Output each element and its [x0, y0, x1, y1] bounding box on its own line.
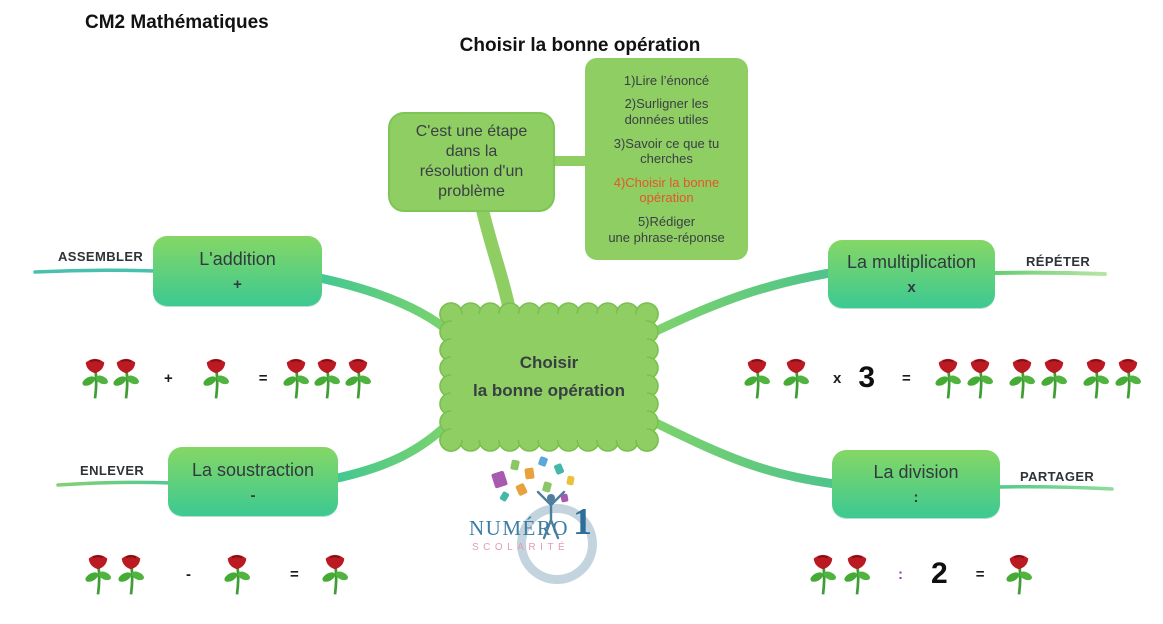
rose-icon	[965, 357, 995, 399]
map-title: Choisir la bonne opération	[459, 35, 701, 56]
keyword-assembler: ASSEMBLER	[58, 249, 144, 264]
keyword-repeter: RÉPÉTER	[1026, 254, 1091, 269]
rose-icon	[933, 357, 963, 399]
rose-icon	[343, 357, 373, 399]
rose-icon	[320, 553, 350, 595]
confetti-icon	[515, 482, 528, 497]
rose-icon	[808, 553, 838, 595]
rose-icon	[781, 357, 811, 399]
rose-icon	[83, 553, 113, 595]
step-item-4-highlighted: 4)Choisir la bonne opération	[613, 174, 720, 206]
addition-node: L'addition +	[153, 236, 322, 306]
rose-icon	[80, 357, 110, 399]
logo-number: 1	[573, 501, 592, 543]
confetti-icon	[491, 470, 508, 489]
numero1-scolarite-logo: NUMÉRO 1 SCOLARITÉ	[455, 452, 625, 592]
addition-label: L'addition	[199, 249, 276, 269]
step-item-2: 2)Surligner les données utiles	[624, 96, 709, 128]
confetti-icon	[566, 475, 575, 486]
person-celebrating-icon	[536, 490, 566, 540]
minus-operator: -	[186, 565, 191, 583]
rose-icon	[742, 357, 772, 399]
center-node-line1: Choisir	[519, 353, 579, 372]
plus-symbol: +	[233, 276, 242, 293]
rose-icon	[1007, 357, 1037, 399]
equals-sign: =	[258, 369, 268, 387]
keyword-partager: PARTAGER	[1020, 469, 1095, 484]
rose-icon	[281, 357, 311, 399]
confetti-icon	[510, 459, 520, 471]
multiplication-example-row: x 3 =	[742, 350, 1143, 406]
multiplication-label: La multiplication	[846, 252, 977, 272]
step-item-3: 3)Savoir ce que tu cherches	[613, 135, 720, 167]
logo-subtitle: SCOLARITÉ	[472, 542, 570, 553]
equals-sign: =	[290, 565, 299, 583]
rose-icon	[1039, 357, 1069, 399]
division-label: La division	[873, 462, 959, 482]
center-node-line2: la bonne opération	[472, 381, 626, 400]
multiplication-node: La multiplication x	[828, 240, 995, 308]
minus-symbol: -	[250, 486, 256, 504]
equals-sign: =	[902, 369, 911, 387]
rose-icon	[1113, 357, 1143, 399]
division-node: La division :	[832, 450, 1000, 518]
note-text: C'est une étape dans la résolution d'un …	[415, 123, 528, 200]
multiplier-value: 3	[858, 361, 876, 394]
divisor-value: 2	[931, 557, 948, 590]
plus-operator: +	[164, 369, 173, 387]
divide-symbol: :	[913, 489, 919, 506]
rose-icon	[222, 553, 252, 595]
confetti-icon	[553, 462, 565, 476]
step-item-5: 5)Rédiger une phrase-réponse	[608, 213, 725, 245]
division-example-row: : 2 =	[808, 546, 1034, 602]
logo-circle	[517, 504, 597, 584]
note-box: C'est une étape dans la résolution d'un …	[388, 112, 555, 212]
logo-name: NUMÉRO	[469, 516, 570, 540]
rose-icon	[1081, 357, 1111, 399]
subtraction-label: La soustraction	[191, 459, 315, 480]
center-node-blob	[451, 314, 647, 440]
times-symbol: x	[907, 279, 916, 296]
center-node: Choisir la bonne opération	[440, 303, 658, 451]
confetti-icon	[524, 467, 535, 480]
confetti-icon	[499, 490, 510, 503]
rose-icon	[201, 357, 231, 399]
subtraction-example-row: - =	[83, 546, 350, 602]
keyword-enlever: ENLEVER	[80, 463, 145, 478]
rose-icon	[111, 357, 141, 399]
multiply-operator: x	[833, 369, 842, 387]
confetti-icon	[537, 455, 549, 468]
step-item-1: 1)Lire l’énoncé	[623, 72, 710, 88]
course-title: CM2 Mathématiques	[85, 12, 269, 33]
equals-sign: =	[975, 565, 985, 583]
subtraction-node: La soustraction -	[168, 447, 338, 516]
divide-operator: :	[898, 565, 903, 583]
steps-box: 1)Lire l’énoncé 2)Surligner les données …	[585, 58, 748, 260]
rose-icon	[1004, 553, 1034, 595]
addition-example-row: + =	[80, 350, 373, 406]
rose-icon	[312, 357, 342, 399]
rose-icon	[116, 553, 146, 595]
rose-icon	[842, 553, 872, 595]
